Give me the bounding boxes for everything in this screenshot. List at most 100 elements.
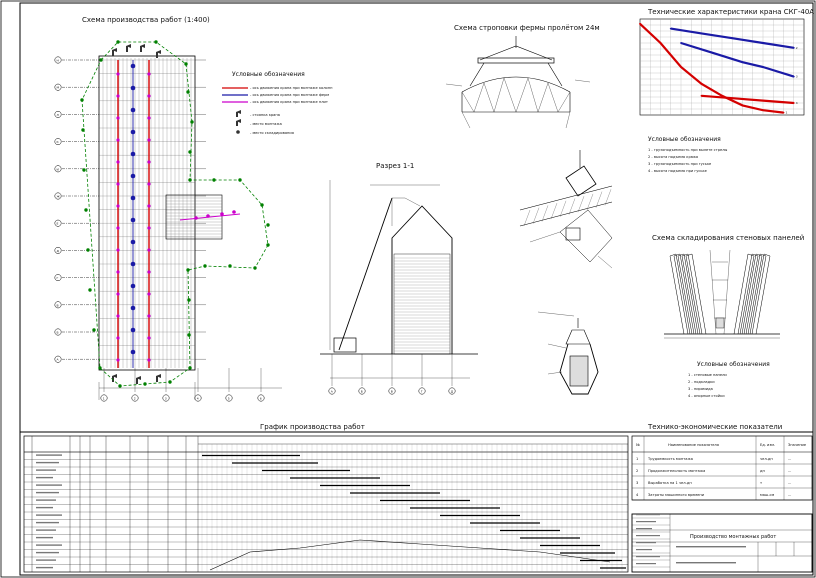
axis-letter: И bbox=[57, 167, 59, 171]
crane-stop-magenta bbox=[147, 314, 151, 318]
crane-stop-flag bbox=[140, 44, 145, 52]
axis-letter: М bbox=[57, 86, 60, 90]
site-plan-title: Схема производства работ (1:400) bbox=[82, 16, 210, 24]
crane-stop-flag bbox=[156, 50, 161, 58]
tep-header-name: Наименование показателя bbox=[668, 443, 719, 447]
chart-series-label: 3 bbox=[796, 75, 798, 79]
schedule-row-text bbox=[36, 536, 53, 539]
plan-grid-lines bbox=[62, 59, 206, 360]
tep-cell-value: ... bbox=[788, 469, 791, 473]
chart-grid bbox=[640, 19, 804, 115]
storage-legend-item-4: 4 - опорные стойки bbox=[688, 394, 725, 398]
guy-ropes bbox=[461, 111, 571, 129]
crane-stop-magenta bbox=[116, 160, 120, 164]
chart-point bbox=[700, 32, 703, 35]
boundary-dot bbox=[186, 90, 190, 94]
tep-cell-num: 2 bbox=[636, 469, 638, 473]
storage-pyramid bbox=[709, 249, 731, 335]
tep-table: Технико-экономические показатели № Наиме… bbox=[631, 423, 813, 501]
truss-web bbox=[461, 77, 571, 113]
axis-letter: В bbox=[57, 303, 59, 307]
chart-point bbox=[762, 109, 764, 112]
chart-point bbox=[792, 102, 795, 104]
crane-legend-item-4: 4 - высота подъема при гуське bbox=[648, 169, 708, 173]
tep-cell-unit: чел-дн bbox=[760, 457, 773, 461]
detail-node bbox=[559, 209, 613, 263]
crane-stop-magenta bbox=[147, 270, 151, 274]
boundary-dot bbox=[212, 178, 216, 182]
crane-stop-magenta bbox=[116, 204, 120, 208]
axis-letter: К bbox=[57, 140, 60, 144]
crane-legend-item-3: 3 - грузоподъемность при гуське bbox=[648, 162, 712, 166]
crane-stop-magenta bbox=[147, 116, 151, 120]
stamp-text bbox=[636, 514, 660, 516]
axis-marker bbox=[54, 219, 62, 227]
axis-letter: Н bbox=[57, 59, 59, 63]
panel-left bbox=[685, 253, 707, 335]
mount-place-icon bbox=[236, 119, 241, 126]
truss-leaders bbox=[445, 79, 591, 87]
axis-letter: Г bbox=[57, 276, 59, 280]
panel-grip-detail bbox=[537, 311, 599, 395]
detail-hatch-line bbox=[595, 191, 603, 208]
crane-stop-magenta bbox=[116, 314, 120, 318]
schedule-row-text bbox=[36, 514, 62, 516]
boundary-dot bbox=[80, 98, 84, 102]
site-plan: Схема производства работ (1:400) НМЛКИЖЕ… bbox=[54, 16, 282, 402]
boundary-dot bbox=[228, 264, 232, 268]
schedule-rows bbox=[24, 451, 628, 569]
detail-hatch-line bbox=[550, 203, 558, 220]
stamp-text bbox=[636, 563, 656, 565]
boundary-dots bbox=[80, 40, 270, 388]
legend-item-1: - ось движения крана при монтаже колонн bbox=[250, 86, 333, 90]
chart-point bbox=[639, 22, 641, 25]
crane-stop-blue bbox=[130, 239, 136, 245]
section-axis-label: Д bbox=[451, 390, 454, 394]
axis-letter: Д bbox=[57, 249, 60, 253]
boundary-dot bbox=[187, 298, 191, 302]
boundary-dot bbox=[253, 266, 257, 270]
crane-legend-item-2: 2 - высота подъема крюка bbox=[648, 155, 698, 159]
legend-item-5: - место монтажа bbox=[250, 122, 282, 126]
grip-leader-2 bbox=[547, 343, 567, 349]
tep-cell-num: 4 bbox=[636, 493, 639, 497]
storage-legend-item-1: 1 - стеновые панели bbox=[688, 373, 727, 377]
crane-stop-blue bbox=[130, 283, 136, 289]
tep-cell-num: 1 bbox=[636, 457, 638, 461]
crane-body bbox=[333, 337, 357, 353]
axis-marker bbox=[54, 138, 62, 146]
detail-hatch-line bbox=[568, 198, 576, 215]
crane-stop-magenta bbox=[147, 226, 151, 230]
sling-legs bbox=[469, 62, 563, 87]
tep-cell-unit: маш-см bbox=[760, 493, 774, 497]
axis-letter: Л bbox=[57, 113, 59, 117]
chart-series-label: 4 bbox=[796, 101, 798, 105]
legend-title: Условные обозначения bbox=[232, 71, 305, 78]
crane-stop-magenta bbox=[147, 182, 151, 186]
boundary-dot bbox=[81, 128, 85, 132]
crane-stop-magenta bbox=[147, 160, 151, 164]
crane-stop-wing bbox=[194, 216, 198, 220]
chart-point bbox=[731, 37, 734, 40]
axis-number: 3 bbox=[165, 397, 167, 401]
stamp-cells bbox=[632, 514, 746, 568]
crane-stop-flag bbox=[156, 374, 161, 382]
section-axis-marker bbox=[388, 387, 396, 395]
detail-plate bbox=[565, 227, 581, 241]
schedule-row-text bbox=[36, 476, 53, 479]
crane-stop-magenta bbox=[147, 204, 151, 208]
section-axis-marker bbox=[358, 387, 366, 395]
boundary-dot bbox=[184, 62, 188, 66]
boundary-dot bbox=[188, 366, 192, 370]
crane-stop-blue bbox=[130, 151, 136, 157]
axis-number-marker bbox=[162, 394, 170, 402]
axis-letter: Б bbox=[57, 331, 59, 335]
chart-point bbox=[741, 104, 744, 107]
chart-point bbox=[700, 82, 703, 85]
truss-top-chord bbox=[461, 76, 571, 93]
panel-right bbox=[733, 253, 755, 335]
crane-stop-magenta bbox=[116, 138, 120, 142]
